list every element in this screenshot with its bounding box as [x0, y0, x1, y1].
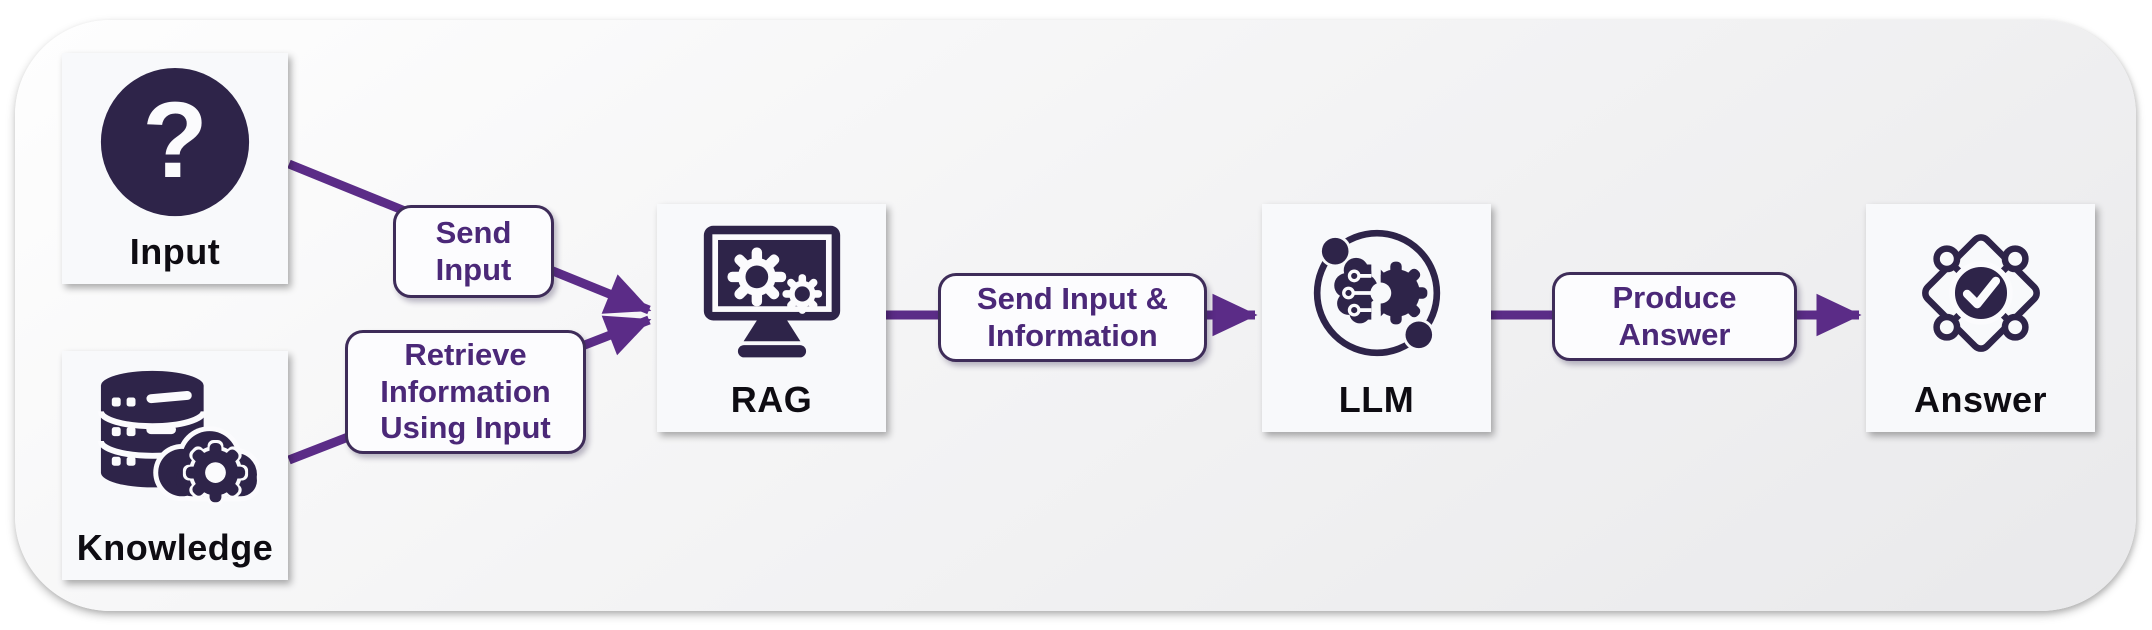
node-knowledge: Knowledge [62, 351, 288, 580]
svg-text:?: ? [142, 80, 208, 200]
brain-chip-gear-icon [1262, 204, 1491, 382]
node-label: RAG [730, 379, 813, 420]
edge-label-send-input-information: Send Input & Information [938, 273, 1207, 362]
node-answer: Answer [1866, 204, 2095, 432]
node-label: LLM [1338, 379, 1415, 420]
monitor-gears-icon [657, 204, 886, 382]
node-rag: RAG [657, 204, 886, 432]
node-label: Answer [1913, 379, 2048, 420]
node-label: Knowledge [76, 527, 274, 568]
puzzle-check-icon [1866, 204, 2095, 382]
database-gear-icon [62, 351, 288, 530]
edge-label-produce-answer: Produce Answer [1552, 272, 1797, 361]
edge-label-send-input: Send Input [393, 205, 554, 298]
edge-label-retrieve-information: Retrieve Information Using Input [345, 330, 586, 454]
question-mark-icon: ? [62, 53, 288, 234]
node-llm: LLM [1262, 204, 1491, 432]
node-label: Input [129, 231, 221, 272]
node-input: ? Input [62, 53, 288, 284]
